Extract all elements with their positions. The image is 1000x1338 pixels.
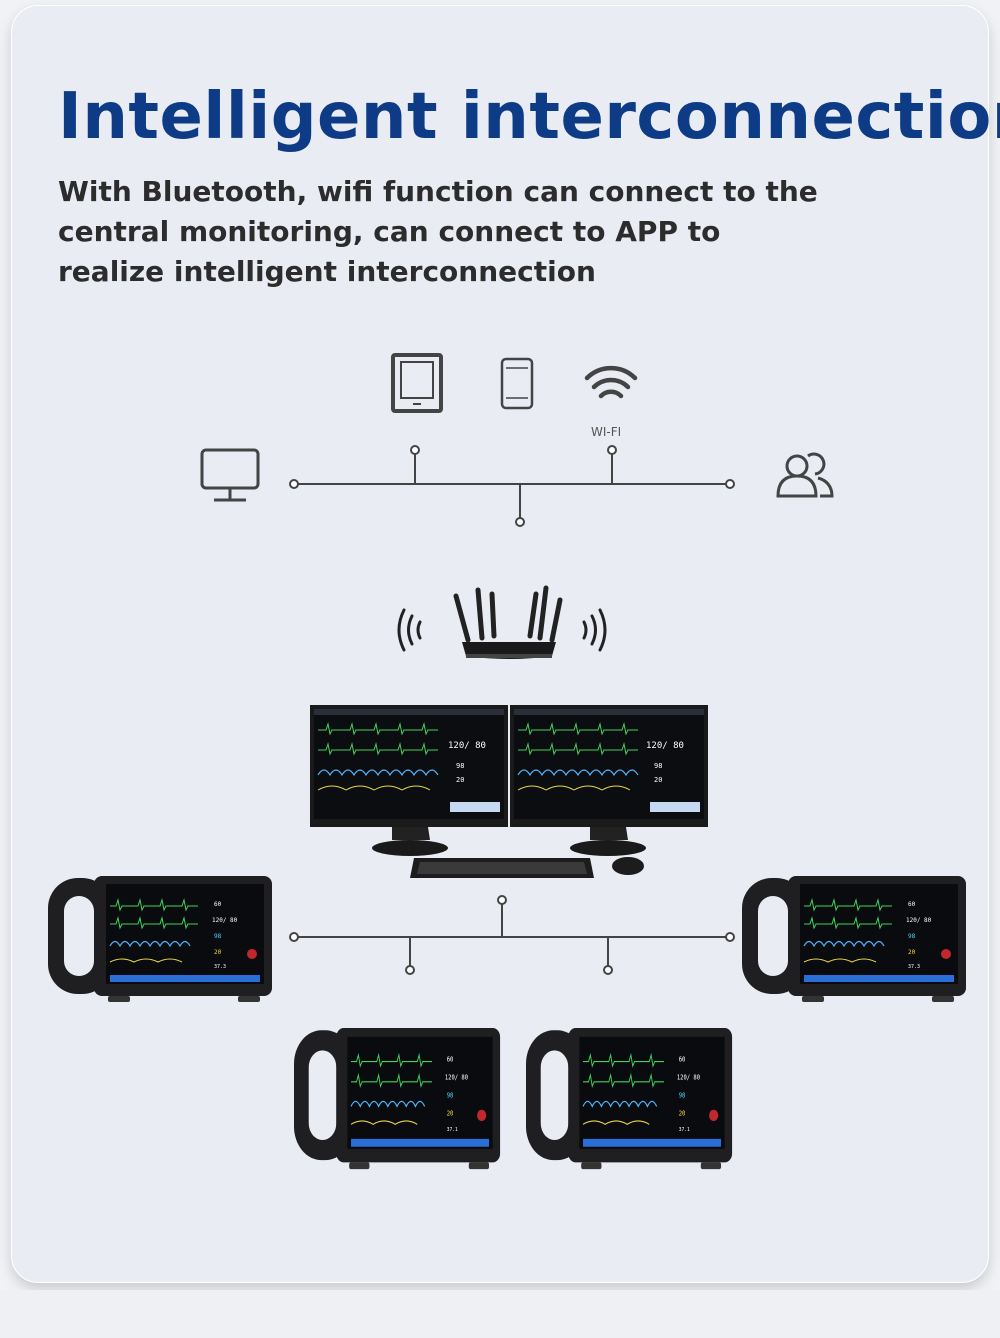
page-subtitle: With Bluetooth, wifi function can connec… [58, 172, 838, 292]
resp-value: 20 [908, 949, 916, 956]
mouse-icon [612, 857, 644, 875]
resp-value: 20 [447, 1110, 454, 1118]
subtitle-line-2: central monitoring, can connect to APP t… [58, 215, 721, 248]
bottom-strip [0, 1290, 1000, 1338]
hr-value: 60 [214, 901, 222, 908]
central-station: 120/ 80 98 20 120/ 80 98 20 [310, 585, 708, 878]
nibp-value: 120/ 80 [906, 917, 932, 924]
resp-value: 20 [214, 949, 222, 956]
temp-value: 37.3 [908, 964, 920, 970]
tablet-icon [391, 353, 443, 413]
central-monitor-left: 120/ 80 98 20 [310, 705, 508, 856]
nibp-value: 120/ 80 [212, 917, 238, 924]
resp-value: 20 [654, 776, 662, 784]
nibp-value: 120/ 80 [677, 1074, 700, 1082]
nibp-value: 120/ 80 [445, 1074, 468, 1082]
bedside-monitor-1: 60 120/ 80 98 20 37.3 [47, 875, 273, 1003]
hr-value: 60 [447, 1056, 454, 1064]
nibp-value: 120/ 80 [448, 741, 486, 751]
keyboard-icon [410, 858, 594, 878]
spo2-value: 98 [214, 933, 222, 940]
page-title: Intelligent interconnection [58, 80, 1000, 154]
bedside-monitor-4: 60 120/ 80 98 20 37.1 [525, 1027, 733, 1170]
signal-waves [397, 608, 607, 652]
nibp-value: 120/ 80 [646, 741, 684, 751]
phone-icon [500, 357, 534, 410]
bedside-network: 60 120/ 80 98 20 37.3 60 120/ 80 98 20 3… [47, 875, 967, 1170]
hr-value: 60 [908, 901, 916, 908]
wifi-icon [584, 365, 638, 399]
spo2-value: 98 [654, 762, 662, 770]
temp-value: 37.3 [214, 964, 226, 970]
wifi-label: WI-FI [591, 425, 622, 439]
spo2-value: 98 [679, 1092, 686, 1100]
subtitle-line-1: With Bluetooth, wifi function can connec… [58, 175, 818, 208]
central-monitor-right: 120/ 80 98 20 [510, 705, 708, 856]
hr-value: 60 [679, 1056, 686, 1064]
network-diagram [200, 353, 834, 527]
resp-value: 20 [456, 776, 464, 784]
spo2-value: 98 [908, 933, 916, 940]
router-icon [453, 585, 563, 659]
spo2-value: 98 [456, 762, 464, 770]
bedside-monitor-2: 60 120/ 80 98 20 37.3 [741, 875, 967, 1003]
subtitle-line-3: realize intelligent interconnection [58, 255, 596, 288]
temp-value: 37.1 [679, 1127, 690, 1134]
spo2-value: 98 [447, 1092, 454, 1100]
bedside-monitor-3: 60 120/ 80 98 20 37.1 [293, 1027, 501, 1170]
resp-value: 20 [679, 1110, 686, 1118]
temp-value: 37.1 [447, 1127, 458, 1134]
users-icon [776, 452, 834, 498]
desktop-monitor-icon [200, 448, 260, 502]
